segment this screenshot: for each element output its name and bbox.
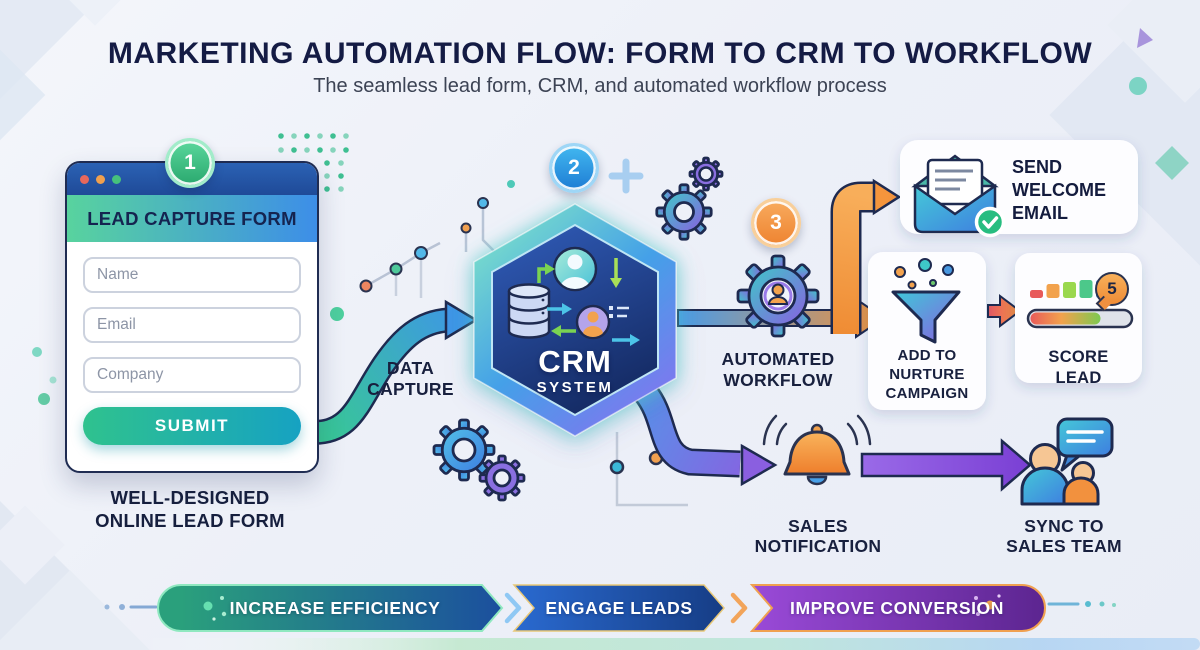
email-line3: EMAIL — [1012, 203, 1068, 223]
user-avatar-icon — [552, 246, 598, 292]
chevron-separator-icon — [730, 592, 748, 624]
database-icon — [507, 283, 551, 339]
email-field[interactable] — [83, 307, 301, 343]
page-subtitle: The seamless lead form, CRM, and automat… — [313, 75, 887, 97]
step-badge-3: 3 — [751, 198, 801, 248]
data-capture-line2: CAPTURE — [367, 379, 454, 400]
sales-line2: NOTIFICATION — [754, 536, 882, 556]
mini-line-chart-decoration — [359, 241, 441, 298]
step-badge-1: 1 — [165, 138, 215, 188]
sync-line2: SALES TEAM — [1006, 536, 1122, 556]
window-close-icon — [80, 174, 89, 184]
step-badge-5: 5 — [1095, 272, 1129, 306]
banner-label-engage: ENGAGE LEADS — [545, 598, 693, 618]
add-to-nurture-label: ADD TO NURTURE CAMPAIGN — [868, 346, 986, 403]
data-capture-label: DATA CAPTURE — [348, 358, 473, 401]
form-caption: WELL-DESIGNED ONLINE LEAD FORM — [60, 487, 320, 532]
banner-label-efficiency: INCREASE EFFICIENCY — [229, 598, 441, 618]
crm-to-notification-arrow — [634, 383, 778, 487]
sync-to-sales-label: SYNC TO SALES TEAM — [988, 516, 1140, 556]
nurture-line3: CAMPAIGN — [885, 385, 969, 402]
window-maximize-icon — [112, 174, 121, 184]
page-title: MARKETING AUTOMATION FLOW: FORM TO CRM T… — [107, 37, 1093, 70]
data-capture-arrow — [306, 299, 479, 445]
gear-icon — [432, 156, 724, 502]
add-to-nurture-card — [868, 252, 986, 410]
sales-notification-label: SALES NOTIFICATION — [733, 516, 903, 556]
sync-arrows-icon — [537, 258, 640, 346]
send-welcome-email-card — [900, 140, 1138, 238]
score-meter-icon — [1026, 280, 1134, 329]
nurture-line2: NURTURE — [889, 366, 965, 383]
form-title: LEAD CAPTURE FORM — [67, 195, 317, 242]
email-line1: SEND — [1012, 157, 1063, 177]
automated-workflow-label: AUTOMATED WORKFLOW — [703, 349, 853, 392]
benefits-banner — [104, 584, 1116, 632]
chevron-separator-icon — [504, 592, 522, 624]
banner-segment-engage — [512, 584, 725, 632]
lead-capture-window: LEAD CAPTURE FORM SUBMIT — [65, 161, 319, 473]
automation-gear-icon — [736, 254, 820, 338]
notification-to-team-arrow — [860, 438, 1032, 492]
form-caption-line2: ONLINE LEAD FORM — [95, 509, 285, 531]
banner-segment-efficiency — [157, 584, 504, 632]
data-capture-line1: DATA — [386, 358, 435, 378]
email-line2: WELCOME — [1012, 180, 1106, 200]
chat-people-icon — [1020, 417, 1114, 506]
funnel-icon — [891, 258, 961, 344]
score-lead-label: SCORE LEAD — [1015, 347, 1142, 389]
name-field[interactable] — [83, 257, 301, 293]
nurture-line1: ADD TO — [897, 347, 957, 364]
workflow-to-email-arrow — [830, 178, 902, 334]
form-caption-line1: WELL-DESIGNED — [110, 487, 270, 508]
bell-icon — [762, 414, 872, 486]
nurture-to-score-arrow — [987, 294, 1022, 328]
submit-button[interactable]: SUBMIT — [83, 407, 301, 445]
workflow-line2: WORKFLOW — [723, 370, 833, 391]
company-field[interactable] — [83, 357, 301, 393]
score-line2: LEAD — [1055, 369, 1102, 387]
green-dot-grid — [278, 133, 349, 321]
sync-line1: SYNC TO — [1024, 516, 1104, 536]
sales-line1: SALES — [788, 516, 848, 536]
send-welcome-email-label: SEND WELCOME EMAIL — [1012, 156, 1136, 225]
step-badge-2: 2 — [549, 143, 599, 193]
envelope-check-icon — [911, 154, 1006, 238]
score-line1: SCORE — [1048, 348, 1109, 366]
banner-segment-conversion — [749, 584, 1046, 632]
lead-form-body: SUBMIT — [67, 242, 317, 445]
banner-label-conversion: IMPROVE CONVERSION — [789, 598, 1005, 618]
crm-subtitle: SYSTEM — [536, 379, 614, 396]
workflow-line1: AUTOMATED — [721, 349, 835, 369]
window-minimize-icon — [96, 174, 105, 184]
contact-avatar-icon — [575, 304, 611, 340]
crm-title: CRM — [538, 344, 612, 379]
crm-hexagon — [473, 203, 677, 437]
